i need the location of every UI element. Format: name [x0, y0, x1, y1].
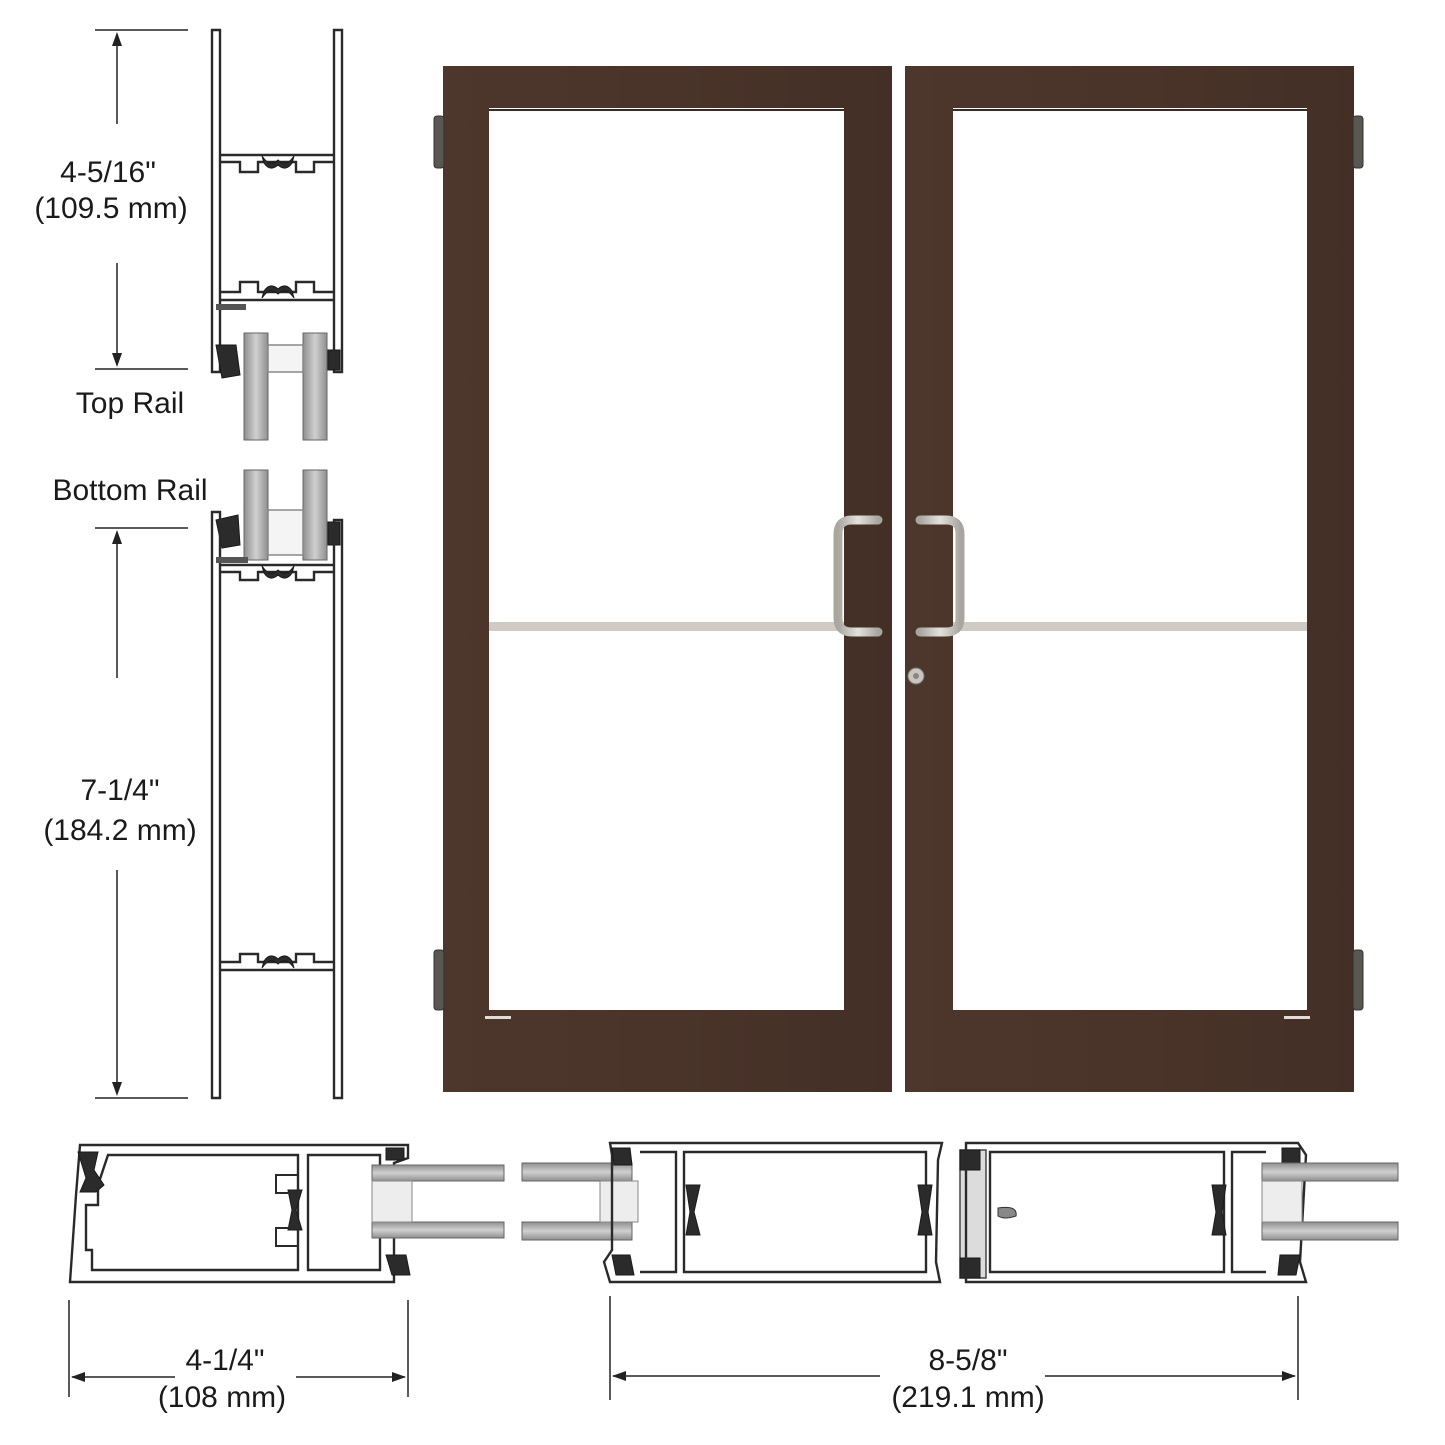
left-door-hinge-top-icon [433, 115, 445, 169]
hinge-stile-dim-mm: (108 mm) [158, 1381, 286, 1414]
top-rail-dimension [95, 29, 188, 370]
left-door-pull-handle[interactable] [833, 515, 883, 637]
right-door-pull-handle[interactable] [915, 515, 965, 637]
top-rail-dim-mm: (109.5 mm) [34, 192, 187, 225]
right-door-mid-rail [953, 622, 1307, 631]
left-door-hinge-bottom-icon [433, 949, 445, 1011]
bottom-rail-label: Bottom Rail [52, 474, 207, 507]
right-door-hinge-bottom-icon [1352, 949, 1364, 1011]
right-door-hinge-top-icon [1352, 115, 1364, 169]
bottom-rail-dim-mm: (184.2 mm) [43, 814, 196, 847]
bottom-rail-section: Bottom Rail 7-1/4" (184.2 mm) [43, 469, 344, 1100]
top-rail-section: Top Rail 4-5/16" (109.5 mm) [34, 28, 344, 441]
door-elevation [433, 66, 1364, 1092]
left-door-badge [485, 1016, 511, 1019]
meeting-stiles-dim-inches: 8-5/8" [928, 1344, 1007, 1377]
meeting-stiles-dimension [609, 1296, 1299, 1400]
meeting-stiles-dim-mm: (219.1 mm) [891, 1381, 1044, 1414]
right-door [905, 66, 1364, 1092]
top-rail-profile [210, 28, 344, 441]
top-rail-dim-inches: 4-5/16" [60, 156, 156, 189]
right-door-glass [953, 108, 1307, 1010]
top-rail-label: Top Rail [76, 387, 184, 420]
right-door-badge [1284, 1016, 1310, 1019]
bottom-rail-profile [210, 469, 344, 1100]
hinge-stile-dim-inches: 4-1/4" [185, 1344, 264, 1377]
left-door [433, 66, 892, 1092]
bottom-rail-dimension [95, 527, 188, 1099]
meeting-stiles-section: 8-5/8" (219.1 mm) [521, 1141, 1399, 1414]
hinge-stile-dimension [68, 1300, 409, 1397]
left-door-mid-rail [489, 622, 844, 631]
hinge-stile-section: 4-1/4" (108 mm) [68, 1143, 505, 1414]
left-door-glass-upper [489, 108, 844, 1010]
bottom-rail-dim-inches: 7-1/4" [80, 774, 159, 807]
